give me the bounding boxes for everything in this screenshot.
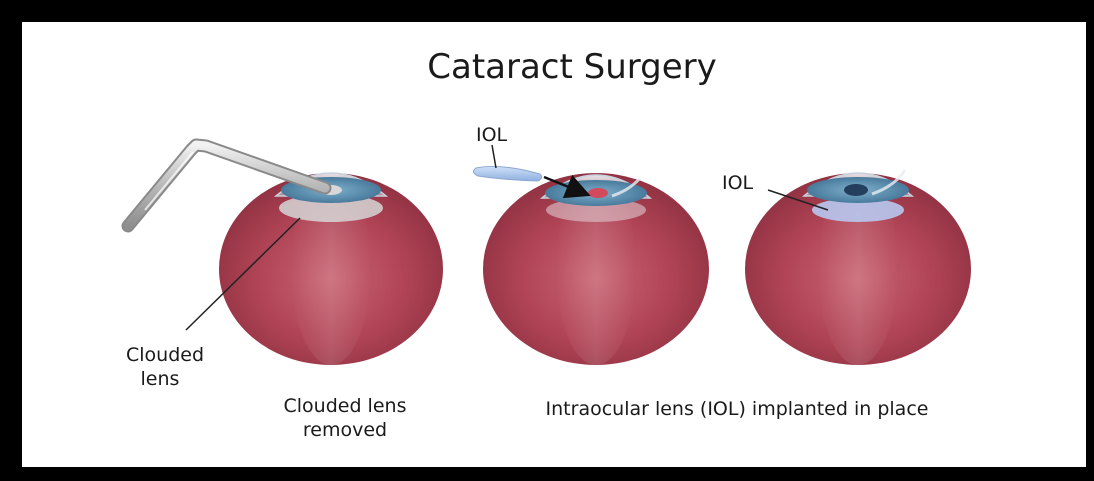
caption-removed-1: Clouded lens — [284, 395, 407, 417]
label-clouded-lens-1: Clouded — [126, 344, 204, 366]
eye-iol-in-place — [745, 170, 971, 365]
label-iol-in-place: IOL — [722, 172, 754, 194]
caption-implanted: Intraocular lens (IOL) implanted in plac… — [546, 398, 929, 420]
pupil — [588, 188, 608, 198]
caption-removed-2: removed — [303, 419, 387, 441]
pupil — [844, 184, 868, 196]
eye-clouded-lens — [128, 145, 443, 365]
label-iol-insert: IOL — [476, 124, 508, 146]
page-title: Cataract Surgery — [427, 47, 717, 87]
intraocular-lens-icon — [473, 166, 541, 181]
eye-iol-insertion — [473, 145, 709, 365]
iol-leader-line — [492, 145, 496, 168]
label-clouded-lens-2: lens — [141, 368, 180, 390]
